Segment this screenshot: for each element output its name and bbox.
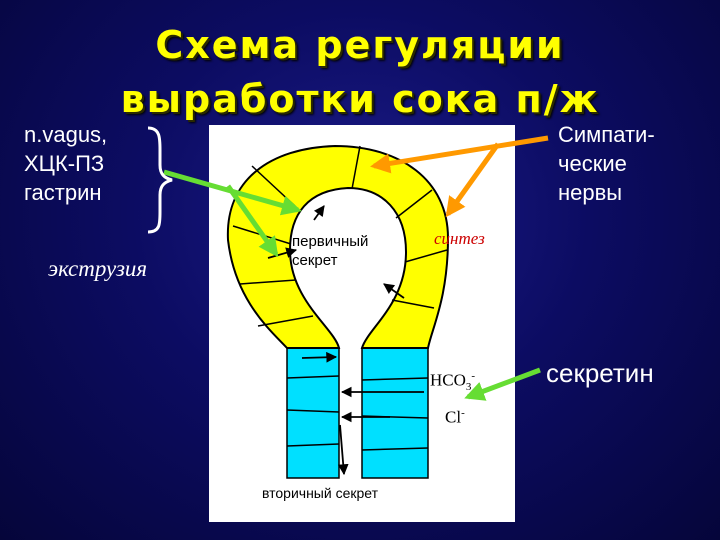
chloride-label: Cl- [445, 407, 465, 428]
primary-secret-line-2: секрет [292, 252, 338, 269]
hco3-sub: 3 [465, 381, 472, 394]
cl-sup: - [461, 407, 465, 419]
arrow-duct-left [301, 351, 338, 363]
synthesis-label: синтез [434, 229, 485, 248]
sympathetic-arrow-to-cell [370, 135, 549, 174]
duct-wall-left [286, 347, 340, 479]
sympathetic-line-3: нервы [558, 180, 623, 205]
slide-title: Схема регуляции выработки сока п/ж [0, 18, 720, 126]
sympathetic-line-2: ческие [558, 151, 627, 176]
sympathetic-arrows [370, 135, 549, 218]
extrusion-label: экструзия [48, 256, 148, 281]
regulator-vagus: n.vagus, [24, 122, 108, 147]
arrow-cell-right [383, 283, 405, 299]
right-regulators: Симпати- ческие нервы [558, 120, 655, 207]
hco3-base: HCO [430, 370, 466, 390]
secretion-arrows [267, 205, 424, 476]
sympathetic-line-1: Симпати- [558, 122, 655, 147]
cl-base: Cl [445, 407, 462, 427]
primary-secret-line-1: первичный [292, 233, 369, 250]
sympathetic-arrow-to-synthesis [445, 142, 501, 218]
title-line-1: Схема регуляции [155, 23, 565, 67]
title-line-2: выработки сока п/ж [120, 77, 600, 121]
secondary-secret-label: вторичный секрет [262, 485, 379, 501]
primary-secret-label: первичный секрет [292, 232, 368, 270]
hco3-sup: - [471, 370, 476, 382]
arrow-cell-top-left [313, 205, 325, 221]
regulator-gastrin: гастрин [24, 180, 102, 205]
regulator-cck: ХЦК-ПЗ [24, 151, 105, 176]
secretin-arrow [464, 367, 541, 401]
vagus-arrow-to-primary [225, 184, 279, 258]
vagus-arrows [163, 169, 302, 258]
arrow-secondary-down [337, 424, 349, 476]
bicarbonate-label: HCO3- [430, 370, 475, 393]
regulator-brace [147, 126, 173, 234]
left-regulators: n.vagus, ХЦК-ПЗ гастрин [24, 120, 107, 207]
duct-wall-right [361, 347, 429, 479]
secretin-label: секретин [546, 358, 654, 388]
